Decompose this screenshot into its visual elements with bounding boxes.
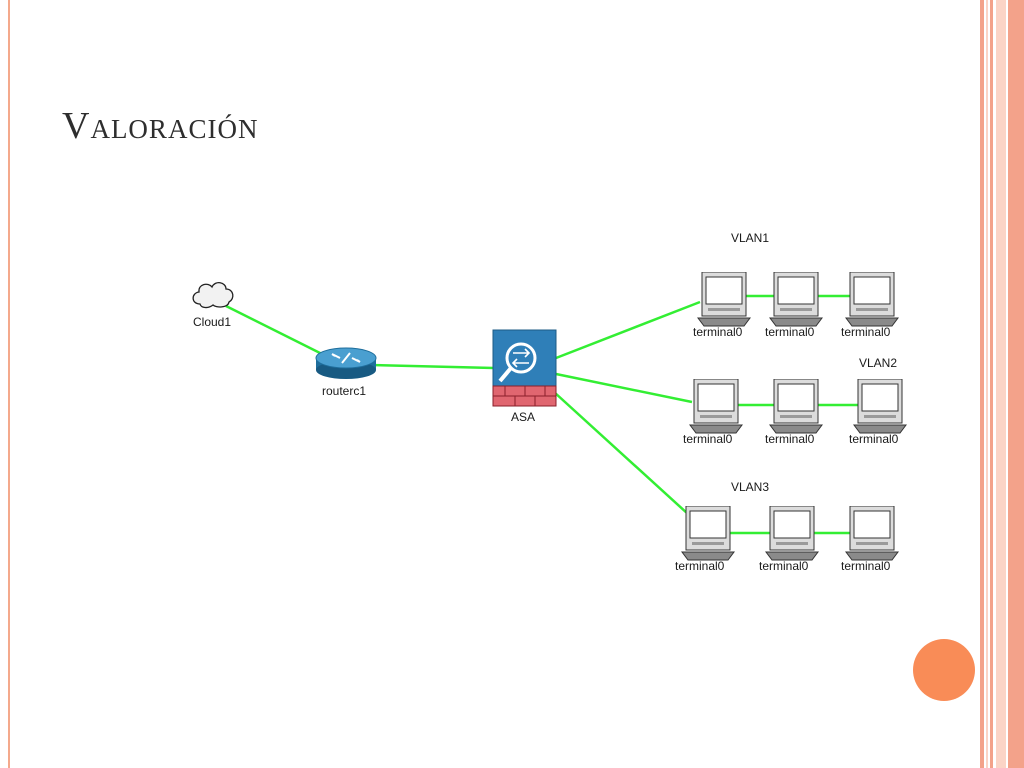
link-asa-vlan3 (553, 391, 689, 515)
terminal-label: terminal0 (693, 325, 743, 339)
asa-firewall-icon (492, 329, 557, 407)
router-label: routerc1 (322, 384, 366, 398)
vlan-group-1: VLAN1 terminal0 terminal0 terminal0 (693, 231, 899, 339)
router-icon (315, 347, 377, 379)
slide-title: Valoración (62, 105, 259, 147)
terminal-icon (769, 379, 823, 434)
terminal-icon (765, 506, 819, 561)
terminal-label: terminal0 (765, 325, 815, 339)
link-cloud-router (225, 304, 329, 359)
right-stripe (980, 0, 984, 768)
terminal-icon (697, 272, 751, 327)
terminal-label: terminal0 (675, 559, 725, 573)
cloud-label: Cloud1 (193, 315, 231, 329)
right-stripe (996, 0, 1006, 768)
right-stripe (986, 0, 988, 768)
firewall-node: ASA (492, 329, 557, 424)
vlan-label: VLAN3 (731, 480, 769, 494)
vlan-group-2: VLAN2 terminal0 terminal0 terminal0 (683, 356, 907, 446)
terminal-label: terminal0 (841, 325, 891, 339)
link-asa-vlan1 (555, 300, 701, 360)
terminal-icon (689, 379, 743, 434)
link-asa-vlan2 (555, 372, 693, 404)
decorative-orange-circle (913, 639, 975, 701)
terminal-label: terminal0 (683, 432, 733, 446)
right-stripe (1008, 0, 1024, 768)
terminal-icon (845, 506, 899, 561)
right-stripe (990, 0, 993, 768)
router-node: routerc1 (315, 347, 377, 398)
terminal-label: terminal0 (849, 432, 899, 446)
left-border-line (8, 0, 10, 768)
vlan-label: VLAN1 (731, 231, 769, 245)
terminal-icon (769, 272, 823, 327)
vlan-group-3: VLAN3 terminal0 terminal0 terminal0 (675, 480, 899, 573)
terminal-label: terminal0 (759, 559, 809, 573)
cloud-icon (192, 282, 234, 309)
vlan-label: VLAN2 (859, 356, 897, 370)
link-router-asa (369, 363, 495, 370)
cloud-node: Cloud1 (192, 282, 234, 329)
terminal-icon (681, 506, 735, 561)
terminal-icon (853, 379, 907, 434)
terminal-icon (845, 272, 899, 327)
firewall-label: ASA (511, 410, 535, 424)
terminal-label: terminal0 (765, 432, 815, 446)
terminal-label: terminal0 (841, 559, 891, 573)
